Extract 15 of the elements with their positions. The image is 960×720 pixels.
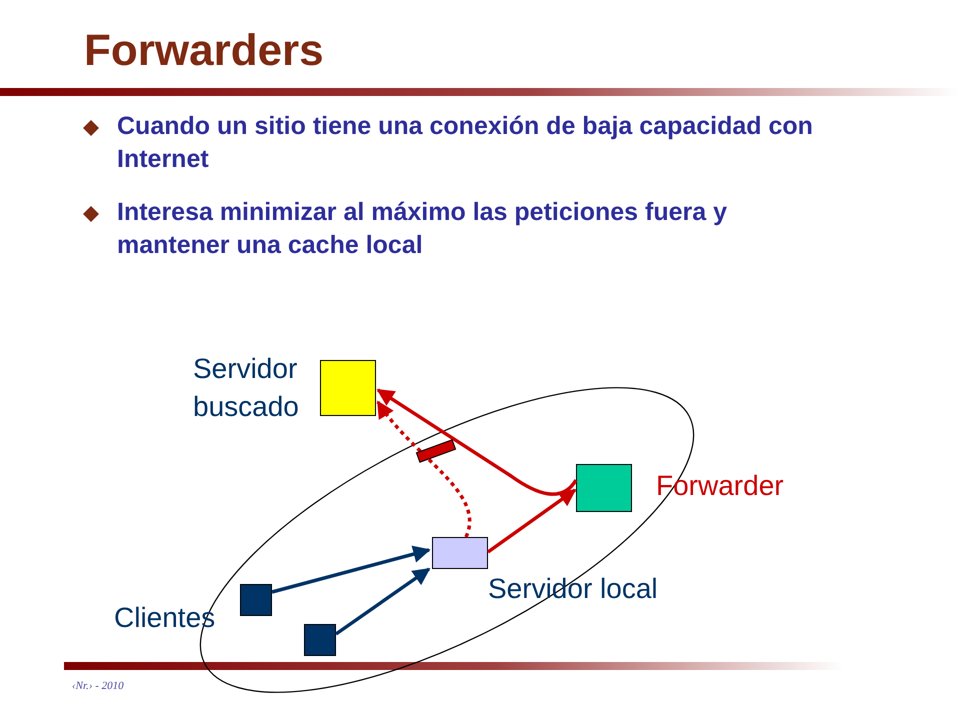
bullet-text: Interesa minimizar al máximo las peticiones fuera y mantener una cache local <box>117 197 728 261</box>
arrow <box>272 546 431 594</box>
footer-text: ‹Nr.› - 2010 <box>72 680 124 692</box>
arrow <box>376 388 578 496</box>
square-box <box>240 584 272 616</box>
arrow <box>335 568 430 636</box>
square-box <box>576 464 632 512</box>
arrow <box>376 400 472 538</box>
arrow <box>486 488 576 554</box>
square-box <box>320 360 376 416</box>
node-label: Servidor buscado <box>193 352 300 424</box>
square-box <box>304 624 336 656</box>
slide-title: Forwarders <box>84 26 324 76</box>
square-box <box>432 537 488 569</box>
bullet-text: Cuando un sitio tiene una conexión de baja capacidad con Internet <box>117 111 814 175</box>
